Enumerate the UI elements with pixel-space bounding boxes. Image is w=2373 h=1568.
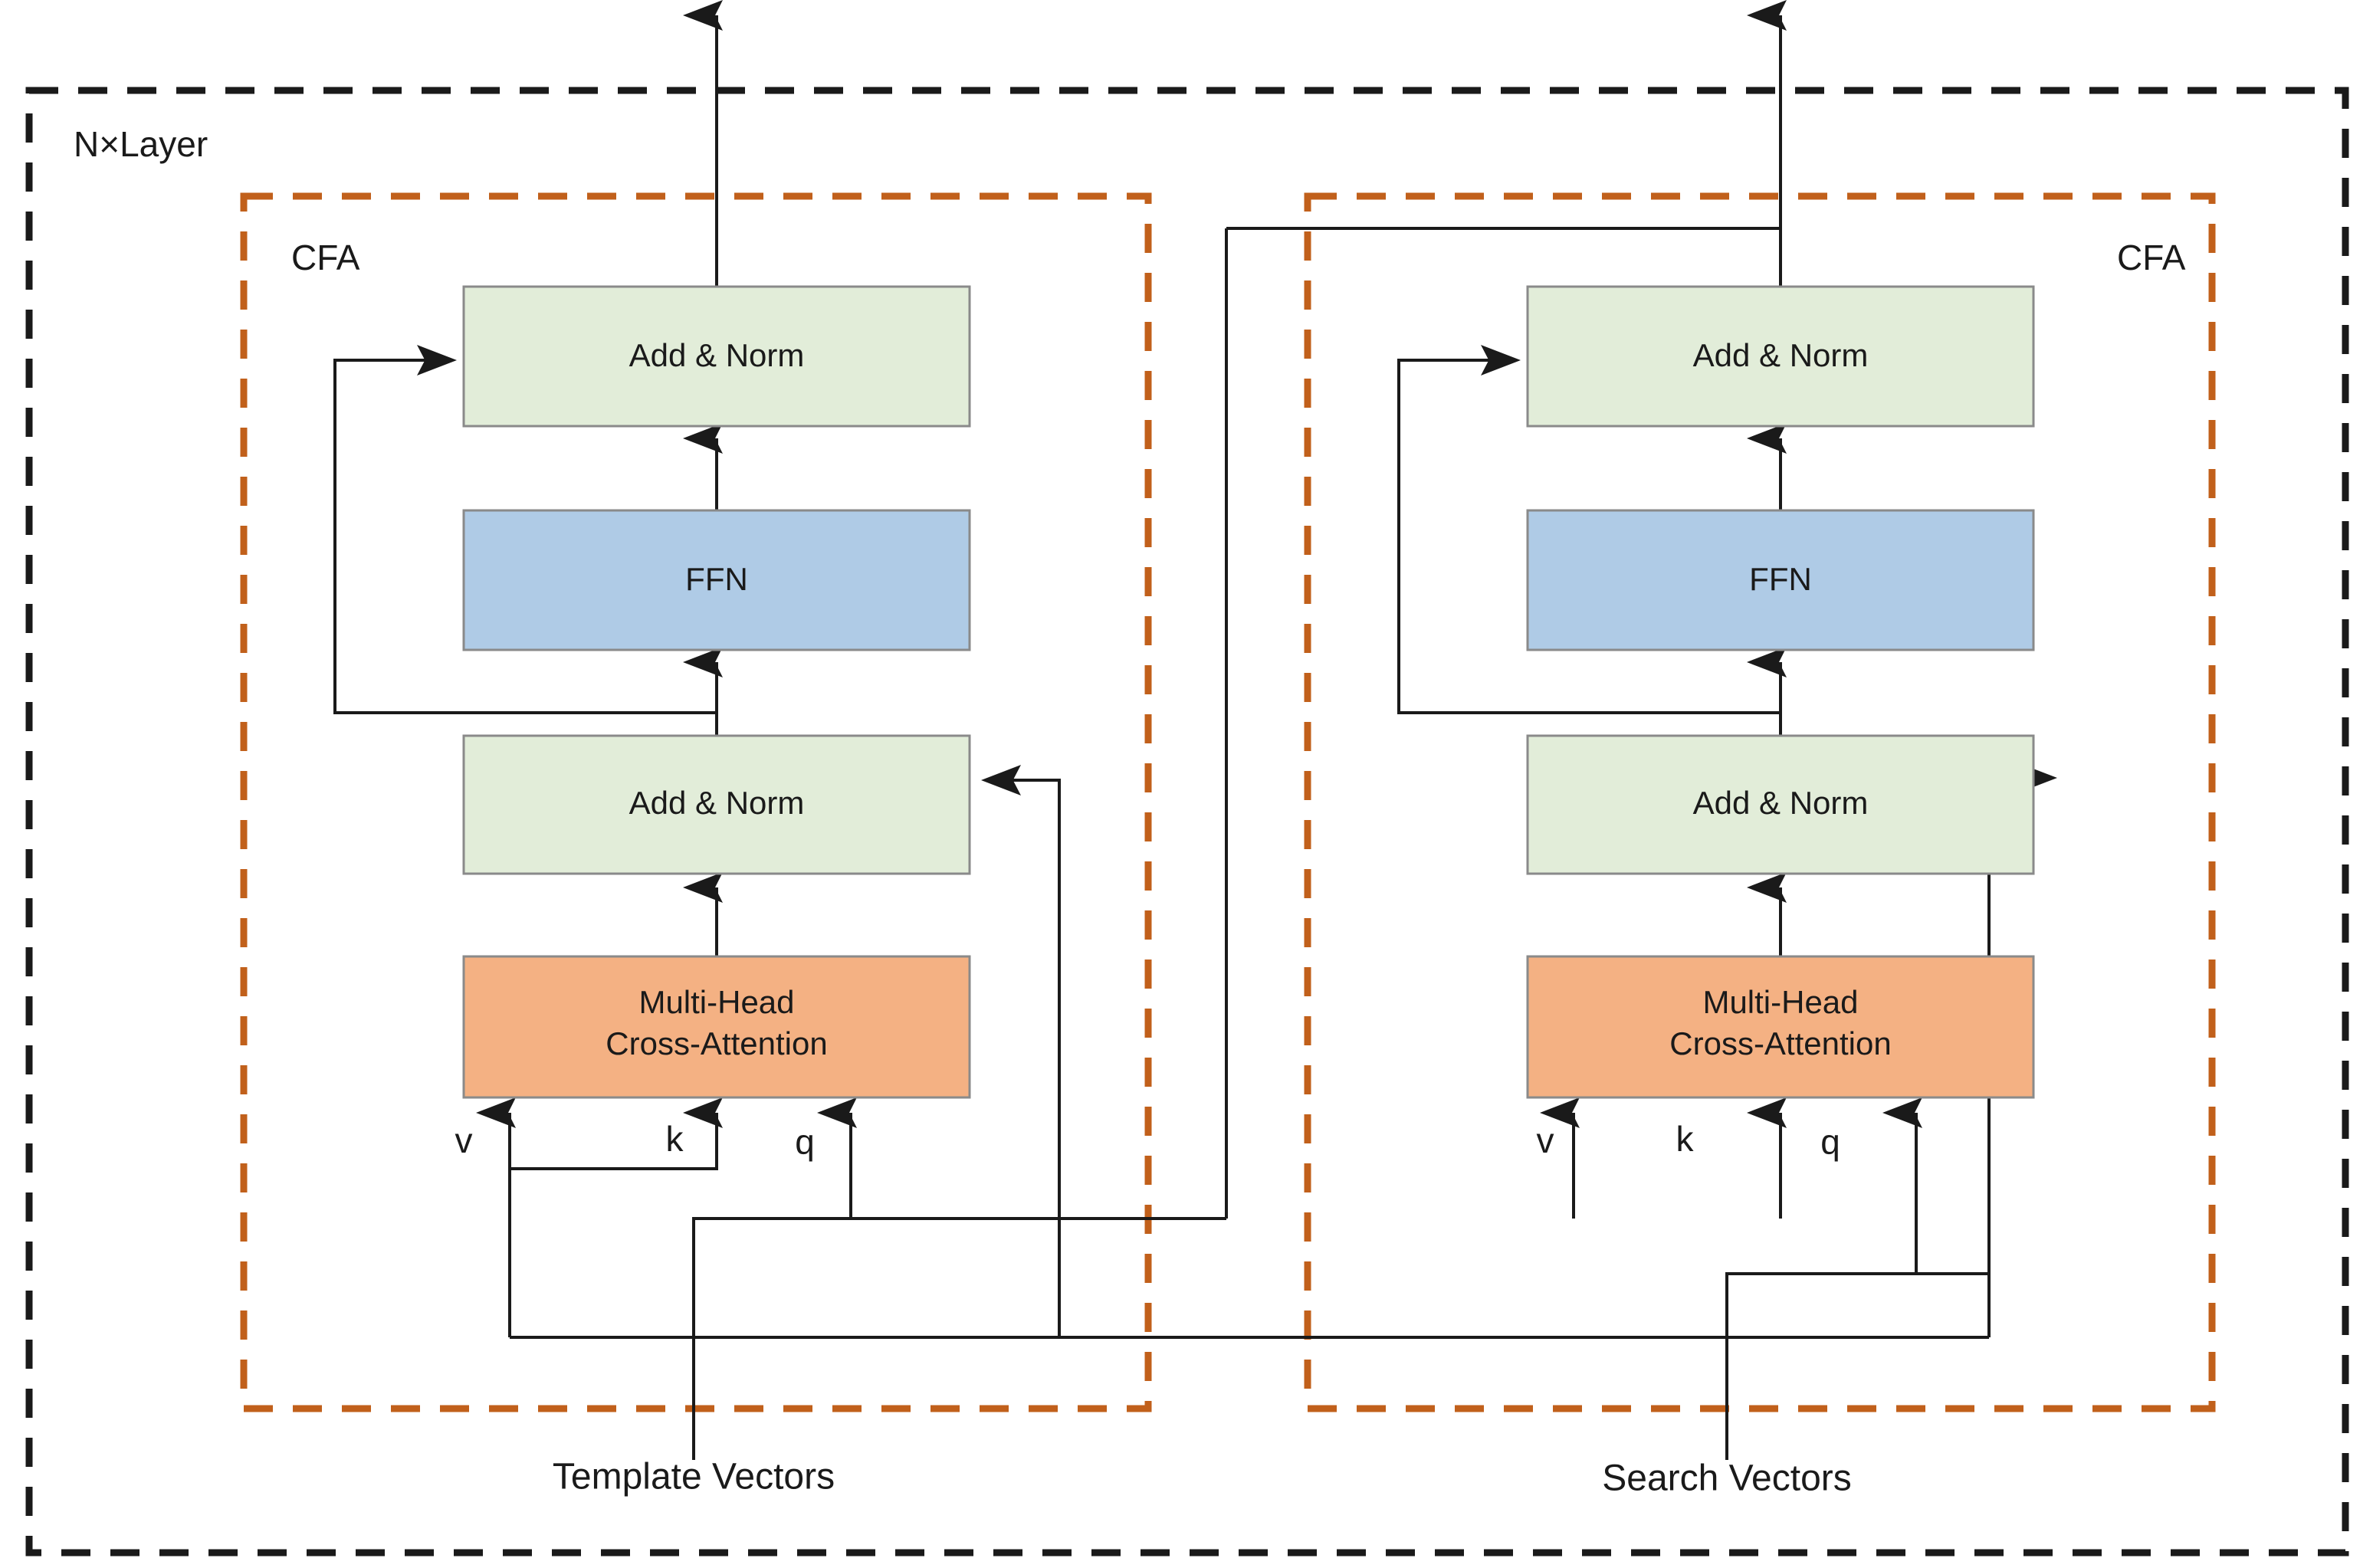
node-template-add-norm-top-label: Add & Norm: [629, 337, 805, 373]
connector-template-residual-attn: [981, 765, 1061, 1337]
port-search-q-label: q: [1820, 1122, 1840, 1162]
connector-search-vectors-trunk: [1725, 1272, 1989, 1460]
node-template-add-norm-bottom-label: Add & Norm: [629, 785, 805, 821]
node-search-add-norm-bottom[interactable]: [1526, 734, 2035, 875]
node-search-add-norm-top-label: Add & Norm: [1693, 337, 1869, 373]
connector-template-vectors-trunk: [692, 1217, 1226, 1460]
node-search-ffn-label: FFN: [1749, 561, 1812, 597]
cfa-label-template: CFA: [291, 238, 360, 277]
node-template-add-norm-top[interactable]: [462, 285, 971, 428]
input-label-template-vectors: Template Vectors: [553, 1457, 835, 1497]
node-search-add-norm-top[interactable]: [1526, 285, 2035, 428]
connector-search-residual-ffn: [1397, 345, 1781, 714]
input-label-search-vectors: Search Vectors: [1602, 1458, 1852, 1499]
node-template-attention-label-line1: Multi-Head: [638, 984, 794, 1020]
port-search-k-label: k: [1676, 1119, 1695, 1159]
cfa-frame-template: [240, 192, 1152, 1412]
cfa-label-search: CFA: [2117, 238, 2186, 277]
port-template-v-label: v: [455, 1120, 473, 1160]
port-template-q-label: q: [795, 1122, 815, 1162]
node-search-ffn[interactable]: [1526, 509, 2035, 651]
node-search-attention-label-line1: Multi-Head: [1702, 984, 1858, 1020]
n-layer-frame: [25, 87, 2349, 1557]
node-search-add-norm-bottom-label: Add & Norm: [1693, 785, 1869, 821]
node-template-ffn[interactable]: [462, 509, 971, 651]
cfa-frame-search: [1304, 192, 2216, 1412]
n-layer-label: N×Layer: [74, 124, 208, 164]
connector-template-residual-ffn: [333, 345, 717, 714]
port-search-v-label: v: [1537, 1120, 1554, 1160]
node-template-add-norm-bottom[interactable]: [462, 734, 971, 875]
node-template-attention[interactable]: [462, 955, 971, 1099]
node-search-attention-label-line2: Cross-Attention: [1669, 1025, 1891, 1061]
node-template-ffn-label: FFN: [685, 561, 748, 597]
node-template-attention-label-line2: Cross-Attention: [606, 1025, 827, 1061]
connector-template-k-feed: [510, 1097, 723, 1170]
node-search-attention[interactable]: [1526, 955, 2035, 1099]
port-template-k-label: k: [666, 1119, 684, 1159]
